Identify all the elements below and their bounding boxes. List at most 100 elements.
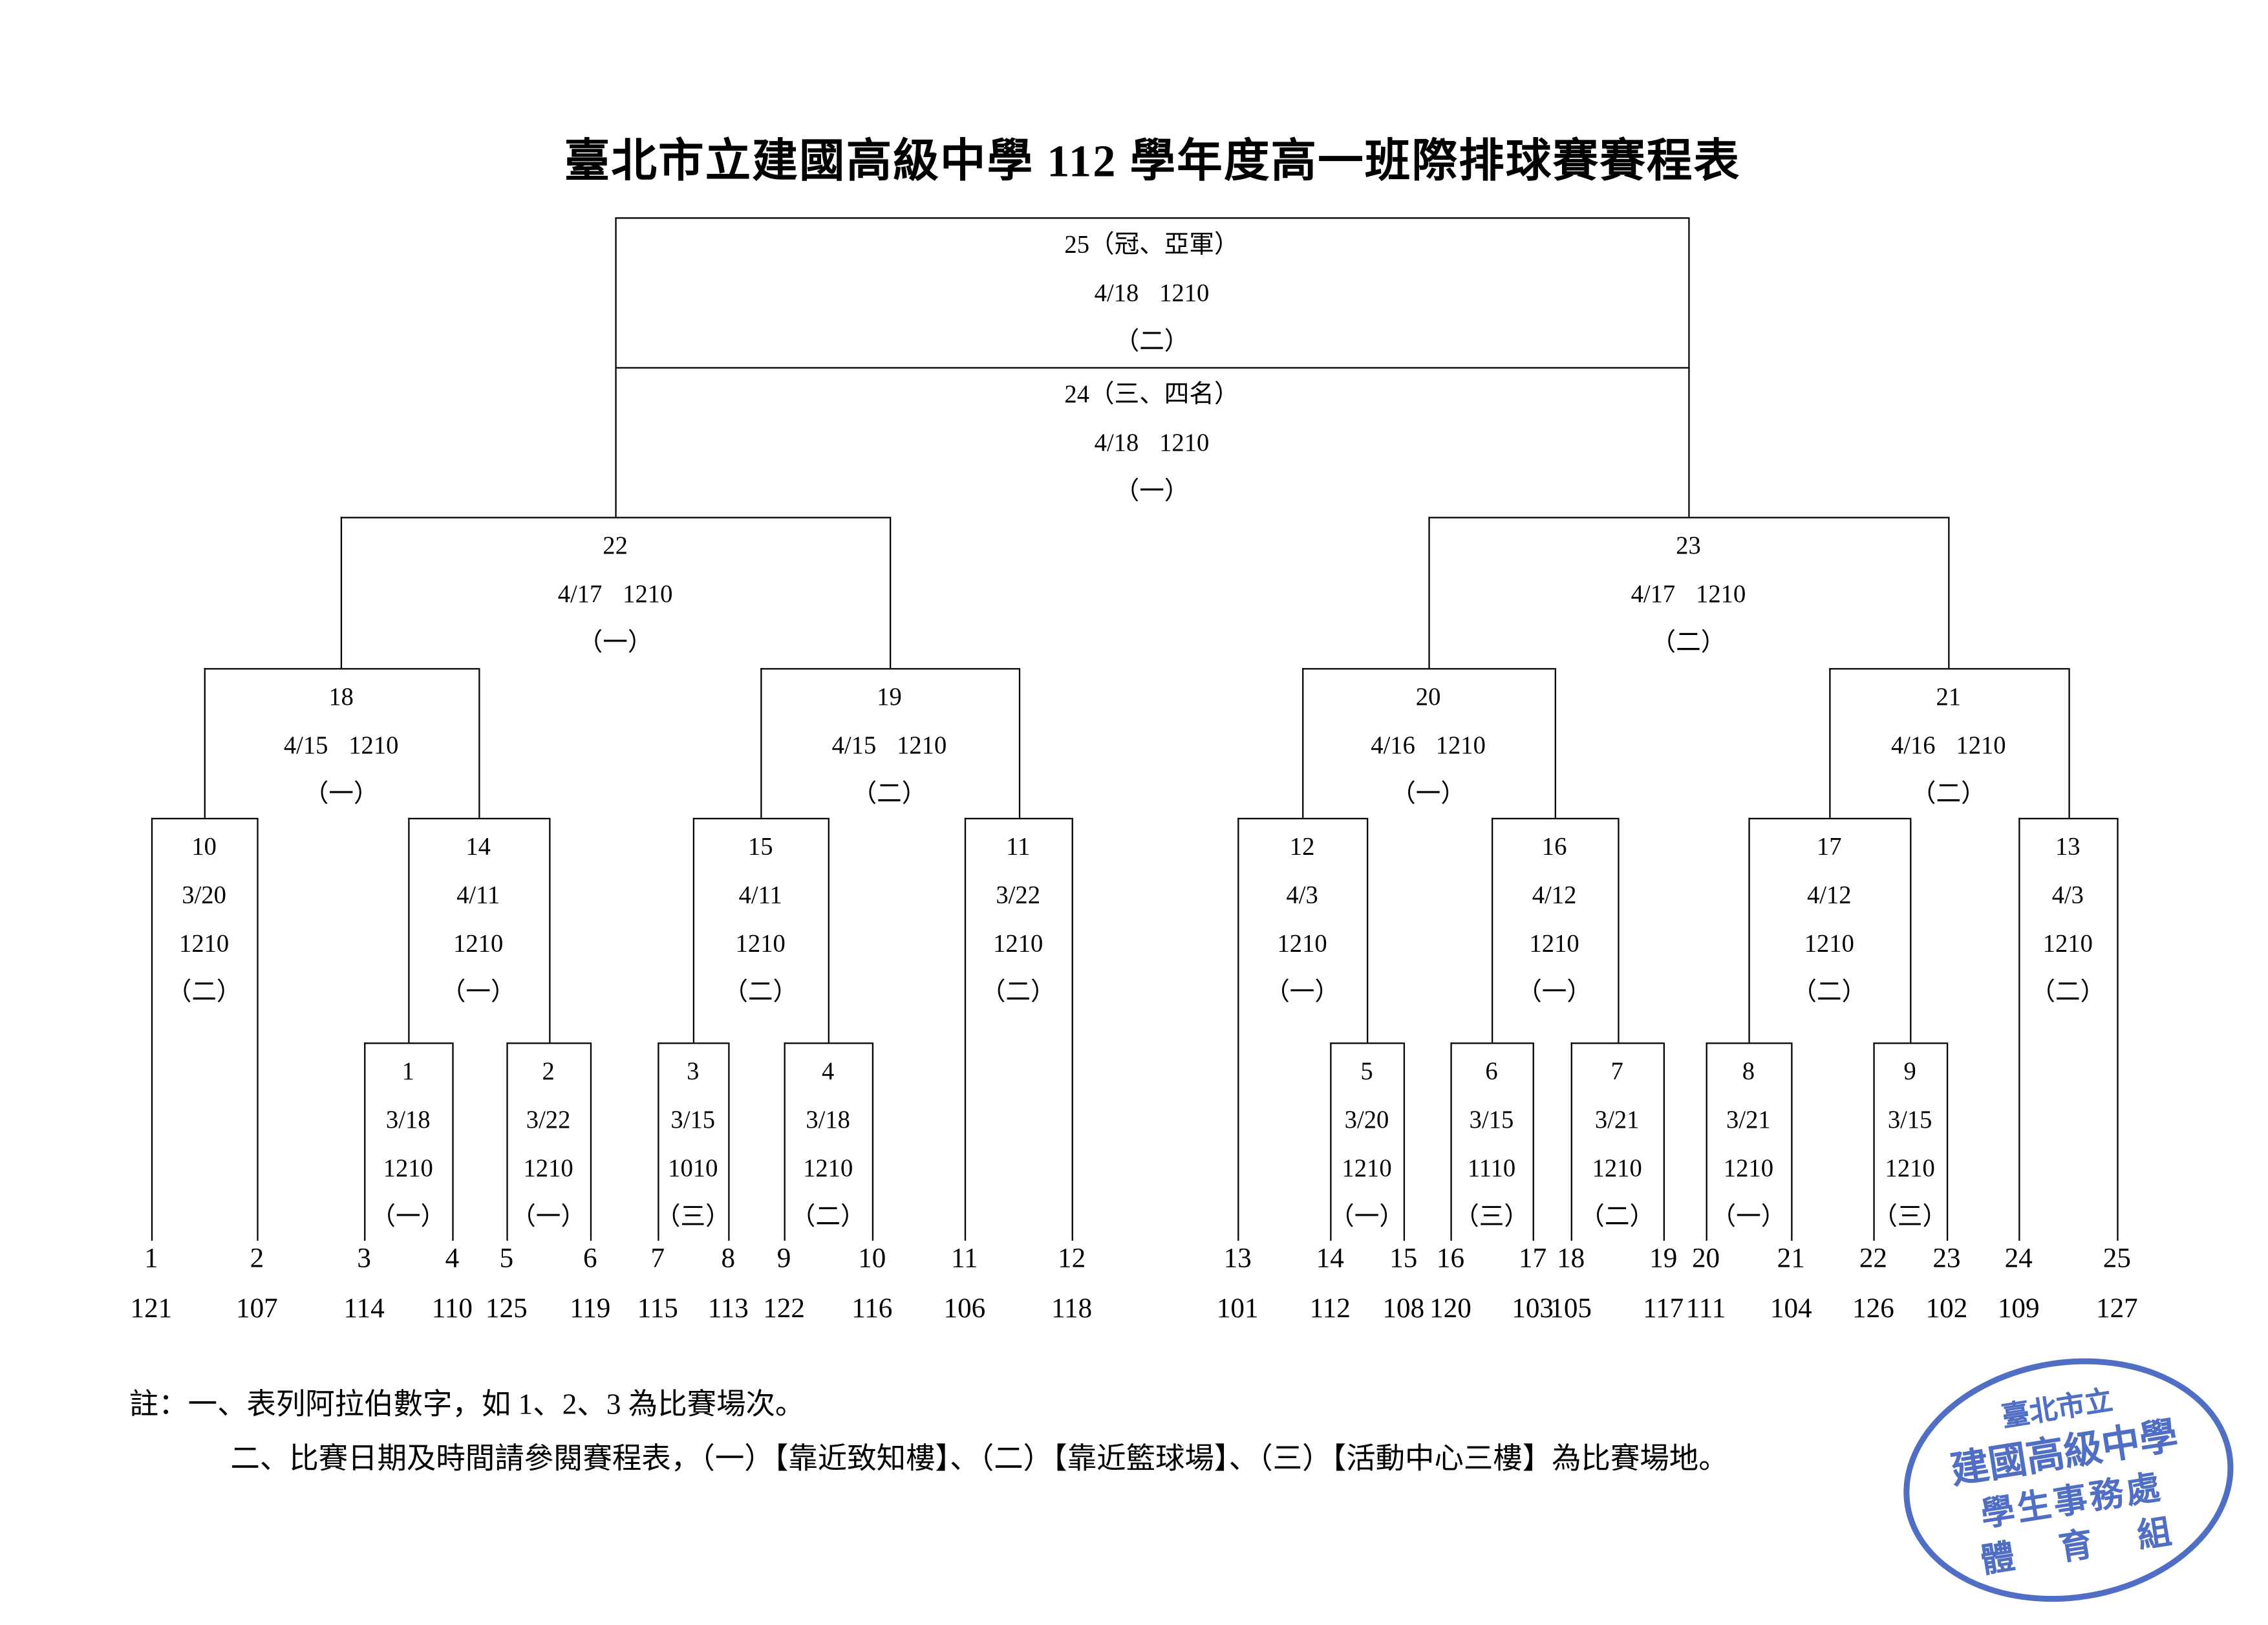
match-number: 23: [1676, 531, 1701, 560]
match-court: （二）: [723, 978, 798, 1006]
connector-m11-s12: [1071, 817, 1073, 1241]
seed-number-text: 16: [1436, 1243, 1465, 1275]
connector-m11-s11: [964, 817, 967, 1241]
match-court: （二）: [1910, 779, 1986, 808]
seed-number-text: 18: [1557, 1243, 1585, 1275]
match-number: 24（三、四名）: [1064, 380, 1239, 409]
connector-m23-m21: [1948, 517, 1951, 669]
match-number: 13: [2055, 832, 2081, 861]
seed-number-text: 23: [1932, 1243, 1961, 1275]
match-number: 10: [191, 832, 217, 861]
match-date: 4/17: [557, 579, 603, 608]
class-number: 118: [1027, 1293, 1115, 1326]
match-court: （一）: [577, 628, 653, 657]
seed-number: 20: [1662, 1243, 1749, 1276]
seed-number: 18: [1527, 1243, 1615, 1276]
match-time: 1210: [897, 731, 947, 759]
class-number: 105: [1527, 1293, 1615, 1326]
connector-m6: [1450, 1042, 1533, 1044]
match-court: （一）: [1329, 1202, 1404, 1231]
connector-m2-s5: [506, 1042, 508, 1241]
connector-m8-s21: [1791, 1042, 1793, 1241]
connector-m19-m15: [760, 668, 762, 818]
match-court: （一）: [1114, 477, 1190, 506]
seed-number: 24: [1974, 1243, 2062, 1276]
connector-m13-s25: [2117, 817, 2119, 1241]
match-court: （二）: [790, 1202, 866, 1231]
connector-m12-s13: [1237, 817, 1239, 1241]
seed-number: 16: [1406, 1243, 1494, 1276]
school-stamp: 臺北市立 建國高級中學 學生事務處 體 育 組: [1885, 1335, 2251, 1625]
match-court: （一）: [370, 1202, 446, 1231]
match-date: 3/21: [1594, 1105, 1640, 1134]
connector-m3-s7: [658, 1042, 659, 1241]
page-title: 臺北市立建國高級中學 112 學年度高一班際排球賽賽程表: [564, 135, 1741, 187]
match-date: 3/20: [1344, 1105, 1389, 1134]
connector-m19: [760, 668, 1018, 670]
class-number-text: 107: [236, 1293, 278, 1325]
class-number: 115: [614, 1293, 701, 1326]
match-number: 4: [822, 1057, 835, 1086]
seed-number-text: 5: [499, 1243, 514, 1275]
match-date: 3/15: [1887, 1105, 1932, 1134]
connector-m5: [1330, 1042, 1404, 1044]
match-24-third-place-label: 24（三、四名） 4/18 1210 （一）: [990, 370, 1314, 515]
seed-number: 3: [320, 1243, 408, 1276]
connector-final: [615, 217, 1689, 219]
connector-m2: [506, 1042, 590, 1044]
match-court: （二）: [1792, 978, 1867, 1006]
match-date: 4/16: [1371, 731, 1415, 759]
connector-m10: [151, 817, 257, 820]
seed-number: 11: [921, 1243, 1009, 1276]
class-number-text: 106: [943, 1293, 986, 1325]
class-number-text: 117: [1643, 1293, 1684, 1325]
connector-m15-m3: [692, 817, 695, 1043]
match-time: 1210: [735, 929, 786, 958]
class-number-text: 104: [1770, 1293, 1812, 1325]
match-court: （一）: [303, 779, 379, 808]
seed-number-text: 1: [144, 1243, 158, 1275]
match-date: 3/20: [182, 881, 226, 909]
match-number: 2: [542, 1057, 555, 1086]
connector-m5-s15: [1403, 1042, 1406, 1241]
match-number: 8: [1742, 1057, 1755, 1086]
class-number-text: 126: [1852, 1293, 1894, 1325]
match-date: 4/3: [2051, 881, 2084, 909]
match-number: 11: [1006, 832, 1031, 861]
seed-number-text: 11: [951, 1243, 978, 1275]
match-time: 1210: [1159, 429, 1210, 457]
seed-number-text: 17: [1519, 1243, 1547, 1275]
class-number-text: 109: [1997, 1293, 2040, 1325]
class-number: 126: [1829, 1293, 1917, 1326]
seed-number: 7: [614, 1243, 701, 1276]
class-number-text: 118: [1051, 1293, 1093, 1325]
match-number: 14: [465, 832, 491, 861]
match-court: （一）: [1265, 978, 1340, 1006]
seed-number-text: 4: [445, 1243, 460, 1275]
connector-m19-m11: [1018, 668, 1020, 818]
connector-m13: [2018, 817, 2117, 820]
seed-number-text: 19: [1649, 1243, 1678, 1275]
connector-m23: [1428, 517, 1949, 519]
class-number: 101: [1193, 1293, 1281, 1326]
seed-number: 1: [107, 1243, 195, 1276]
connector-m4-s9: [784, 1042, 786, 1241]
connector-m14-m1: [408, 817, 410, 1043]
seed-number-text: 24: [2004, 1243, 2033, 1275]
match-time: 1210: [1885, 1154, 1935, 1182]
match-time: 1210: [453, 929, 504, 958]
seed-number: 6: [546, 1243, 634, 1276]
connector-m2-s6: [590, 1042, 592, 1241]
match-date: 4/18: [1094, 429, 1139, 457]
connector-m16-m6: [1492, 817, 1493, 1043]
